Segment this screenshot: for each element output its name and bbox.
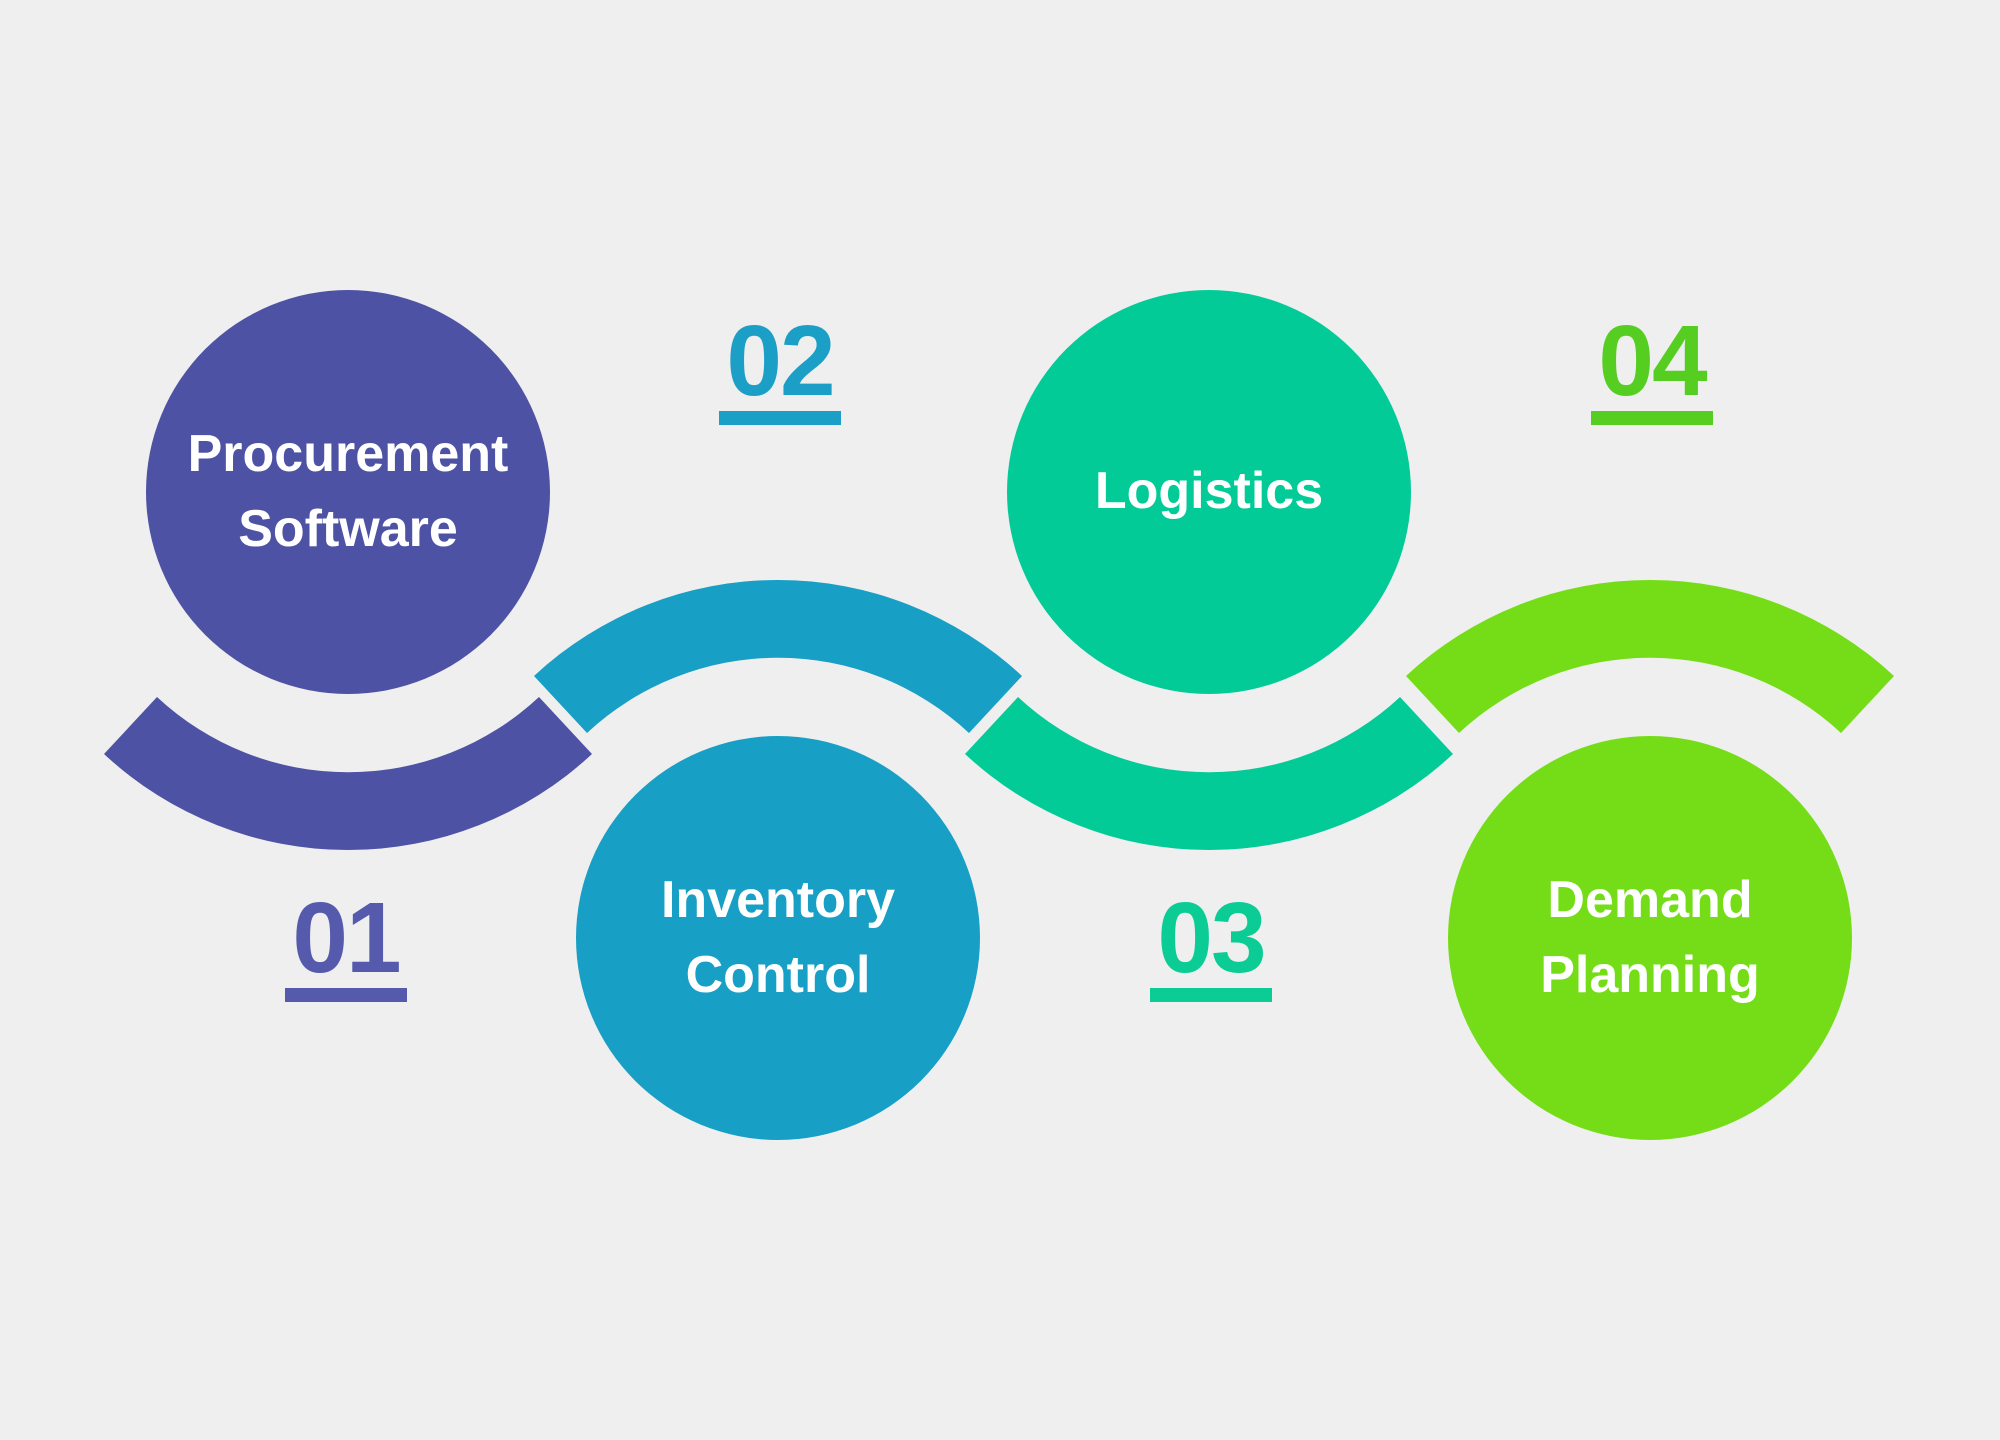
step-number-block-03: 03 (1146, 888, 1276, 1002)
wave-arc-step-3 (965, 697, 1453, 851)
step-number-04: 04 (1598, 305, 1707, 417)
step-circle-procurement-software: Procurement Software (146, 290, 550, 694)
wave-arc-step-4 (1406, 579, 1894, 733)
number-underline-02 (719, 411, 841, 425)
step-number-block-02: 02 (715, 311, 845, 425)
step-label-demand-planning: Demand Planning (1540, 870, 1760, 1004)
step-number-02: 02 (726, 305, 835, 417)
step-label-logistics: Logistics (1094, 462, 1324, 521)
wave-arc-step-2 (534, 579, 1022, 733)
step-number-block-04: 04 (1587, 311, 1717, 425)
step-number-03: 03 (1157, 882, 1266, 994)
number-underline-03 (1150, 988, 1272, 1002)
number-underline-04 (1591, 411, 1713, 425)
step-circle-inventory-control: Inventory Control (576, 736, 980, 1140)
step-label-inventory-control: Inventory Control (660, 870, 896, 1004)
number-underline-01 (285, 988, 407, 1002)
step-circle-demand-planning: Demand Planning (1448, 736, 1852, 1140)
wave-arc-step-1 (104, 697, 592, 851)
step-label-procurement-software: Procurement Software (187, 424, 509, 558)
step-circle-logistics: Logistics (1007, 290, 1411, 694)
step-number-block-01: 01 (281, 888, 411, 1002)
step-number-01: 01 (292, 882, 401, 994)
